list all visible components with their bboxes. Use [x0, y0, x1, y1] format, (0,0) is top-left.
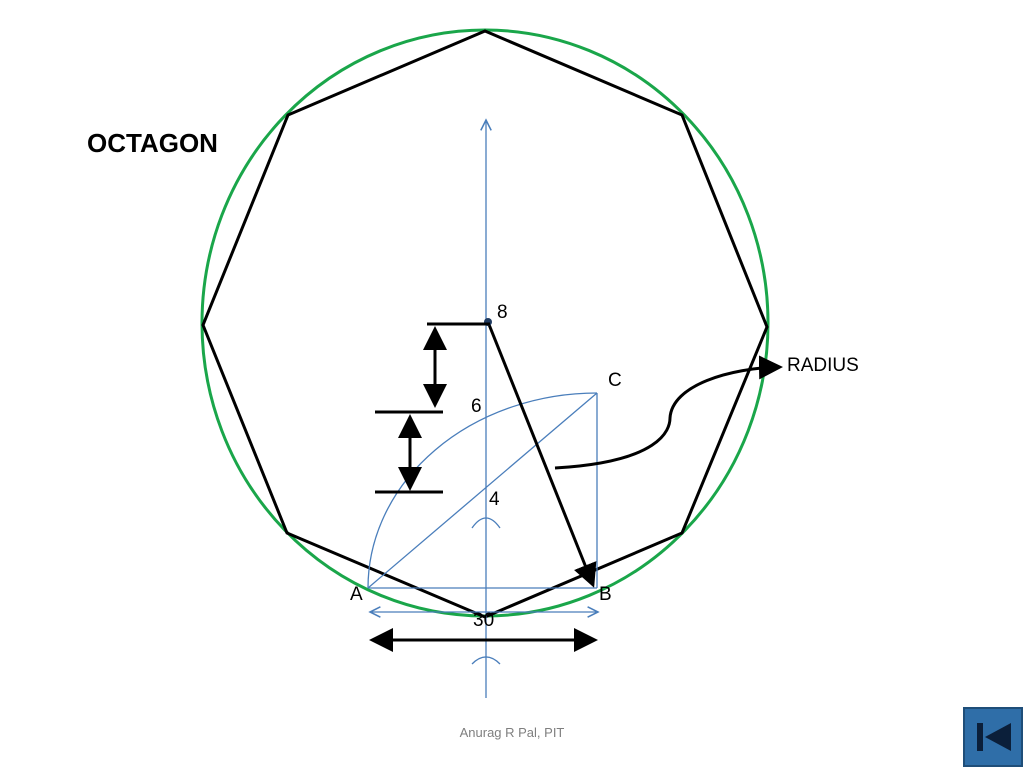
slide-title: OCTAGON [87, 128, 218, 158]
diagonal-ac [367, 392, 598, 589]
bisector-arc-upper [471, 517, 501, 529]
label-4: 4 [489, 489, 500, 510]
label-b: B [599, 584, 612, 605]
quarter-arc [367, 392, 598, 589]
radius-leader-curve [554, 355, 783, 470]
label-a: A [350, 584, 363, 605]
label-6: 6 [471, 396, 482, 417]
radius-arrow-8-to-b [486, 321, 597, 588]
label-c: C [608, 370, 622, 391]
label-8: 8 [497, 302, 508, 323]
slide-footer: Anurag R Pal, PIT [459, 725, 565, 740]
first-slide-icon [977, 723, 1011, 751]
first-slide-button[interactable] [963, 707, 1023, 767]
label-radius: RADIUS [787, 355, 859, 376]
label-base-length: 30 [473, 610, 494, 631]
bisector-arc-lower [471, 656, 501, 665]
